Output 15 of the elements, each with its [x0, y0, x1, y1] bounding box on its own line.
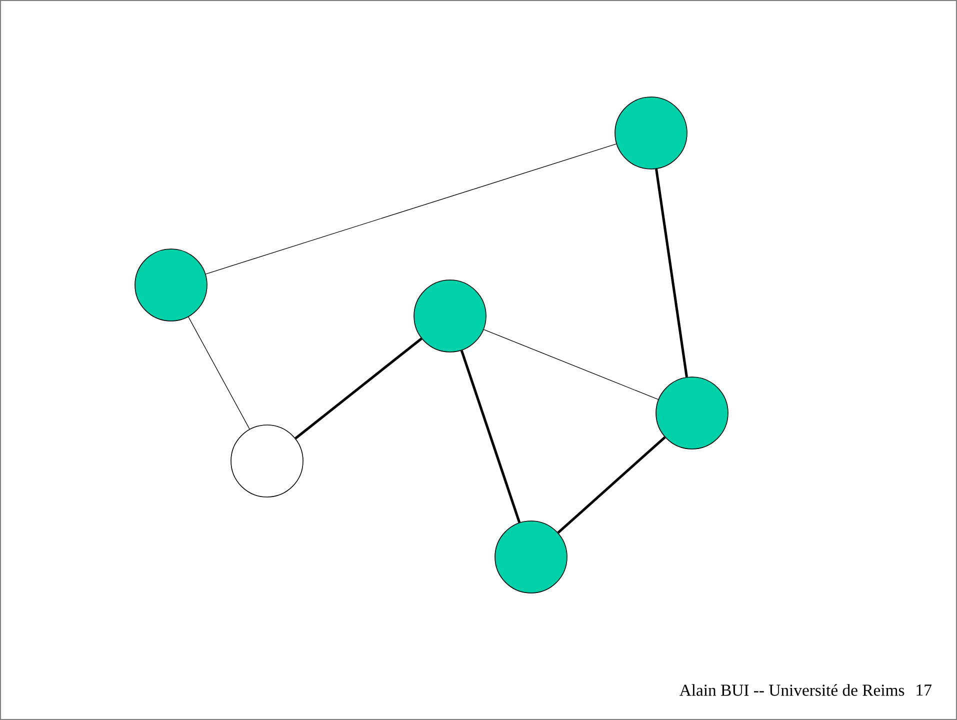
graph-node-circle — [656, 376, 728, 450]
graph-edge — [205, 144, 617, 274]
graph-edge — [483, 329, 659, 400]
footer-text: 17 — [916, 684, 932, 696]
footer-text: Alain BUI -- Université de Reims — [680, 684, 904, 696]
graph-edge — [460, 350, 521, 523]
graph-node-circle — [134, 248, 208, 322]
graph-edge — [655, 168, 688, 378]
graph-node-circle — [494, 520, 568, 594]
graph-edge — [557, 436, 666, 534]
graph-edge — [188, 316, 250, 430]
graph-edge — [294, 338, 422, 440]
graph-node-circle — [614, 96, 688, 170]
graph-node-circle — [230, 424, 304, 498]
graph-node-circle — [414, 280, 486, 352]
